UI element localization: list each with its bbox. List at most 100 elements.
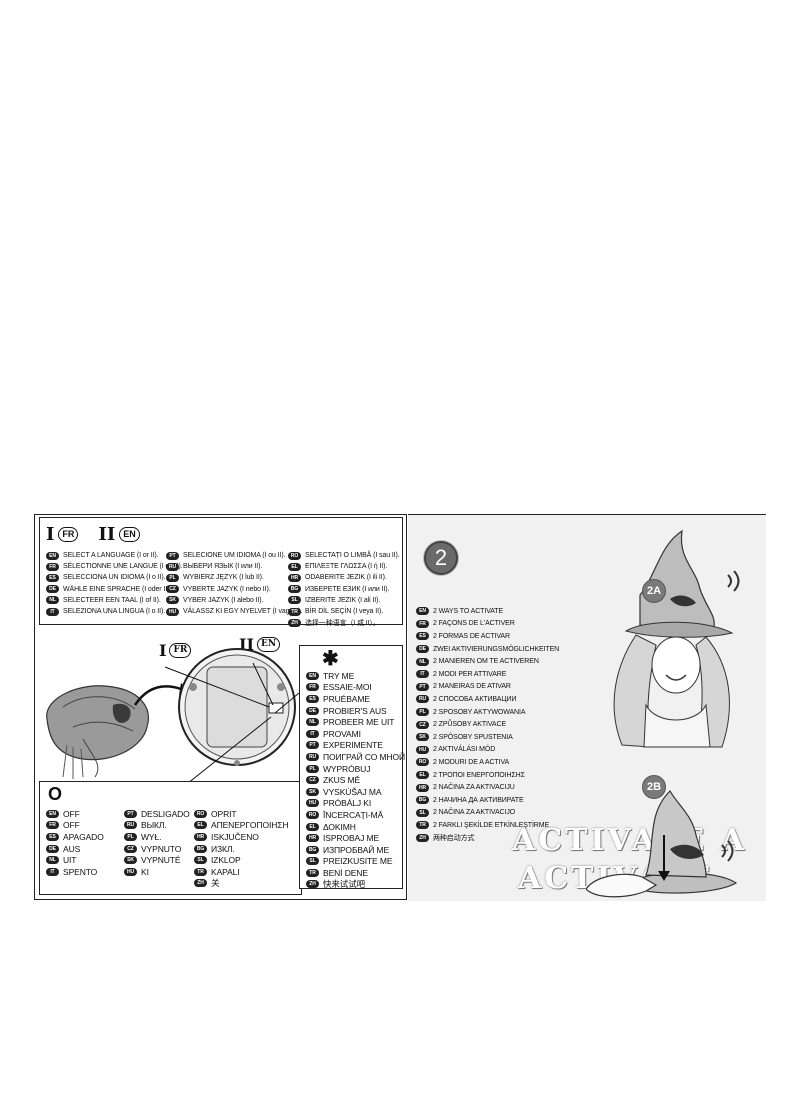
en-flag-badge: EN — [119, 527, 140, 542]
battery-compartment-icon — [164, 648, 300, 787]
list-item-text: 2 MANEIRAS DE ATIVAR — [433, 683, 511, 691]
list-item: SK VYBER JAZYK (I alebo II). — [166, 595, 302, 606]
language-code-badge: SK — [124, 856, 137, 865]
language-code-badge: CZ — [416, 720, 429, 729]
activation-panel: ACTIVATE A ACTIVATE 2 EN2 WAYS TO ACTIVA… — [408, 514, 766, 901]
language-code-badge: TR — [194, 867, 207, 876]
language-code-badge: EL — [306, 822, 319, 831]
list-item-text: ODABERITE JEZIK (I ili II). — [305, 574, 387, 582]
list-item-text: KAPALI — [211, 866, 240, 877]
list-item-text: OPRIT — [211, 808, 237, 819]
language-code-badge: EL — [416, 771, 429, 780]
off-symbol: O — [48, 784, 63, 804]
step-number-badge: 2 — [424, 541, 458, 575]
language-code-badge: ES — [306, 694, 319, 703]
list-item: RU ПОИГРАЙ СО МНОЙ — [306, 751, 405, 763]
language-code-badge: EL — [194, 821, 207, 830]
language-code-badge: RO — [194, 809, 207, 818]
list-item-text: ИЗКЛ. — [211, 843, 235, 854]
list-item-text: ПОИГРАЙ СО МНОЙ — [323, 751, 406, 762]
list-item-text: 2 НАЧИНА ДА АКТИВИРАТЕ — [433, 796, 524, 804]
list-item-text: 2 MODURI DE A ACTIVA — [433, 758, 510, 766]
language-code-badge: HR — [288, 573, 301, 582]
list-item-text: ИЗПРОБВАЙ МЕ — [323, 844, 390, 855]
device-illustration: I FR II EN — [43, 627, 403, 787]
list-item: HU 2 AKTIVÁLÁSI MÓD — [416, 744, 559, 757]
list-item-text: VÁLASSZ KI EGY NYELVET (I vagy II). — [183, 608, 303, 616]
language-code-badge: SK — [416, 733, 429, 742]
list-item-text: 两种启动方式 — [433, 834, 475, 842]
language-code-badge: HU — [416, 745, 429, 754]
list-item: HU KI — [124, 866, 190, 878]
language-code-badge: HU — [124, 867, 137, 876]
list-item-text: KI — [141, 866, 149, 877]
language-code-badge: BG — [416, 796, 429, 805]
list-item-text: ISKJUČENO — [211, 831, 259, 842]
language-code-badge: IT — [416, 670, 429, 679]
list-item-text: BENİ DENE — [323, 867, 368, 878]
language-code-badge: FR — [416, 619, 429, 628]
list-item-text: VYBERTE JAZYK (I nebo II). — [183, 585, 271, 593]
language-code-badge: PL — [416, 708, 429, 717]
list-item-text: 2 NAČINA ZA AKTIVACIJU — [433, 784, 515, 792]
list-item-text: SELECT A LANGUAGE (I or II). — [63, 552, 159, 560]
list-item-text: TRY ME — [323, 670, 355, 681]
list-item-text: VYBER JAZYK (I alebo II). — [183, 596, 264, 604]
language-code-badge: RU — [306, 752, 319, 761]
language-code-badge: TR — [306, 868, 319, 877]
language-code-badge: DE — [306, 706, 319, 715]
list-item-text: PROVAMI — [323, 728, 361, 739]
list-item: BG 2 НАЧИНА ДА АКТИВИРАТЕ — [416, 794, 559, 807]
list-item-text: 2 MANIEREN OM TE ACTIVEREN — [433, 658, 539, 666]
language-code-badge: SK — [166, 596, 179, 605]
folded-hat-icon — [46, 685, 149, 779]
list-item-text: DESLIGADO — [141, 808, 190, 819]
list-item-text: 快来试试吧 — [323, 879, 366, 890]
list-item-text: ISPROBAJ ME — [323, 833, 380, 844]
list-item-text: WYŁ. — [141, 831, 162, 842]
list-item-text: 2 MODI PER ATTIVARE — [433, 670, 507, 678]
list-item-text: 2 AKTIVÁLÁSI MÓD — [433, 746, 496, 754]
girl-wearing-hat-icon — [613, 529, 740, 748]
list-item-text: BİR DİL SEÇİN (I veya II). — [305, 608, 384, 616]
language-options-header: I FR II EN — [46, 524, 140, 545]
list-item: IT 2 MODI PER ATTIVARE — [416, 668, 559, 681]
list-item-text: EXPERIMENTE — [323, 740, 383, 751]
method-2b-badge: 2B — [642, 775, 666, 799]
list-item-text: PROBEER ME UIT — [323, 717, 395, 728]
language-code-badge: RU — [124, 821, 137, 830]
